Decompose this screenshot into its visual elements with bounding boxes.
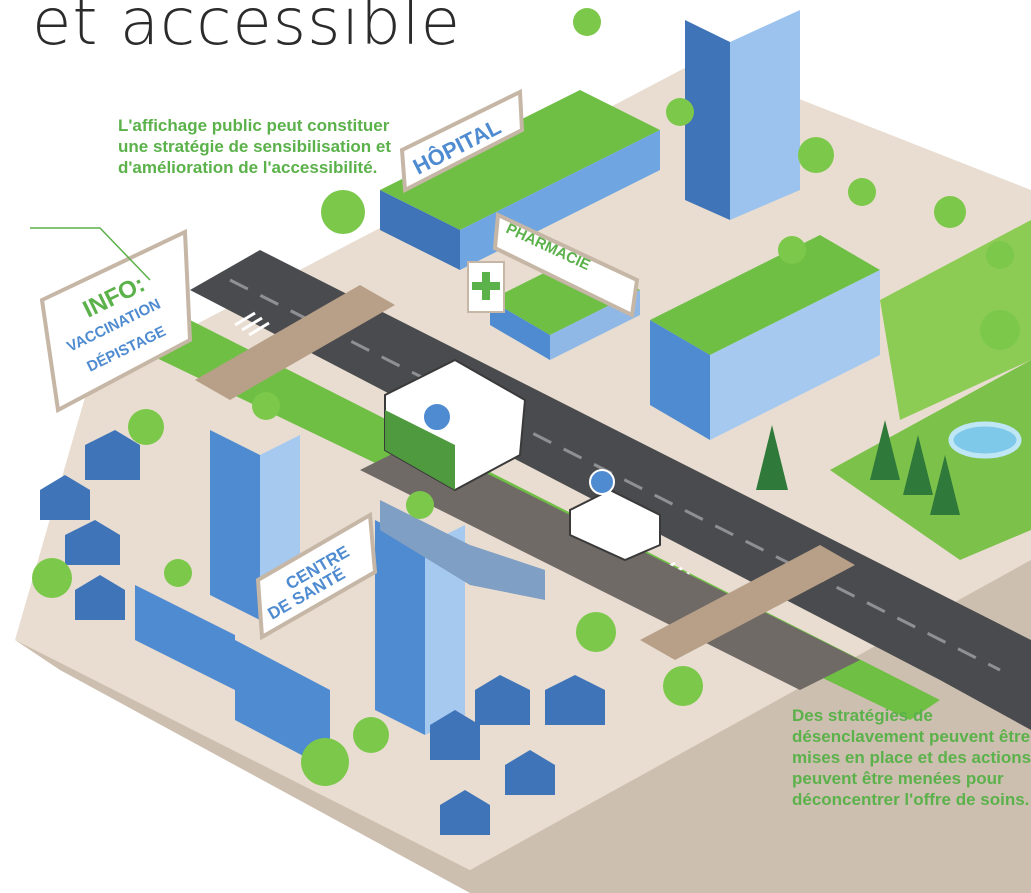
centre-tower-front [375, 520, 425, 735]
bus-stripe [385, 410, 455, 490]
footbridge-right [640, 545, 855, 660]
tram [380, 500, 545, 600]
conifer-trees [756, 420, 960, 515]
houses-left [40, 430, 140, 620]
trees [32, 8, 1020, 786]
office-right-side [710, 270, 880, 440]
bolt-icon [422, 402, 452, 432]
centre-block-front [235, 640, 330, 770]
info-billboard: INFO: VACCINATION DÉPISTAGE [39, 228, 193, 414]
caption-pointer-line [30, 227, 151, 281]
office-right-front [650, 320, 710, 440]
pharmacy-cross-icon [472, 272, 500, 300]
road-line [229, 278, 1001, 672]
centre-sante-sign: CENTRE DE SANTÉ [255, 511, 378, 641]
office-right-roof [650, 235, 880, 355]
ground-platform-side [15, 560, 1031, 893]
left-tower-front [210, 430, 260, 620]
page-title: et accessible [32, 0, 462, 60]
centre-tower-side [425, 525, 465, 735]
park [830, 360, 1031, 560]
pond [948, 421, 1022, 459]
caption-public-display: L'affichage public peut constituer une s… [118, 116, 392, 177]
left-block-front [135, 585, 235, 690]
hospital-front [380, 190, 460, 270]
caption-decentralisation: Des stratégies de désenclavement peuvent… [792, 706, 1031, 809]
park-lawn [880, 220, 1031, 420]
tower-side [730, 10, 800, 220]
footbridge-left [195, 285, 395, 400]
hospital-roof [380, 90, 660, 230]
tower-front [685, 20, 730, 220]
pharmacy-front [490, 300, 550, 360]
car-bolt-icon [589, 469, 615, 495]
houses-bottom [430, 675, 605, 835]
